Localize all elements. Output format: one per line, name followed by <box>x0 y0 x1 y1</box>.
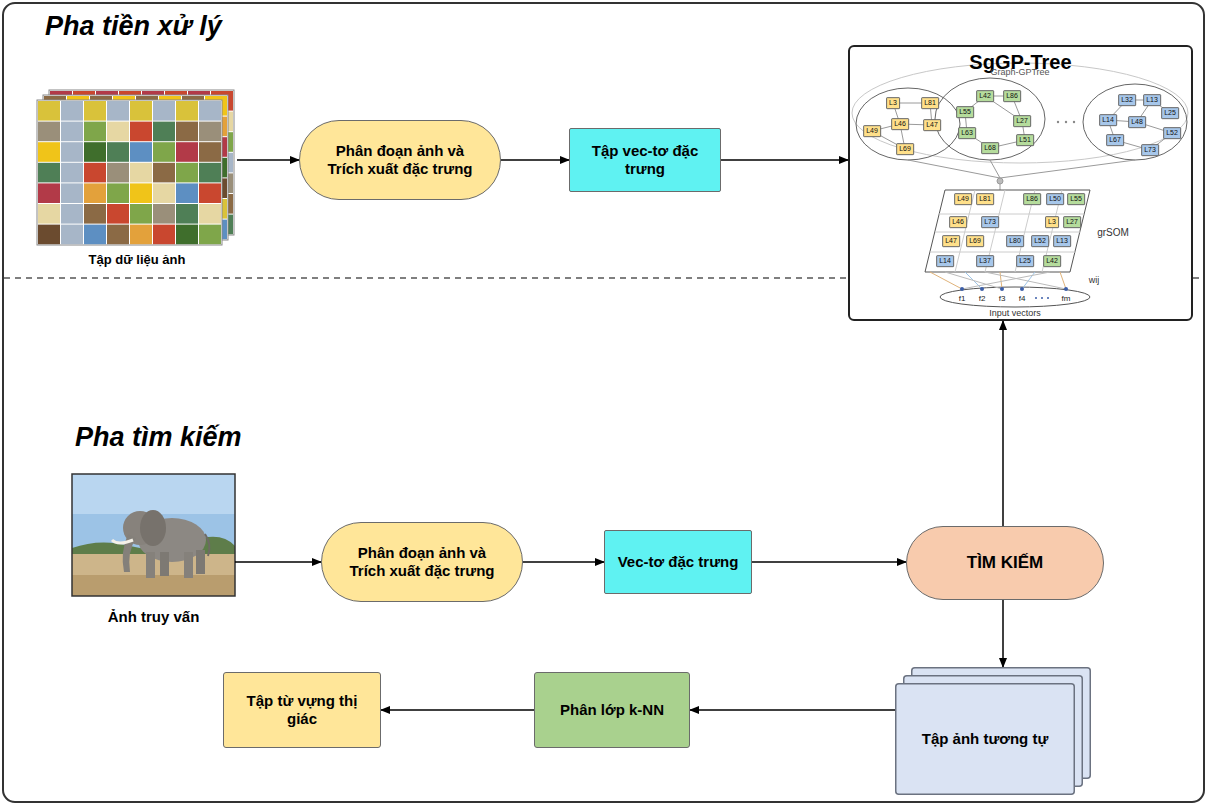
cluster-node-label: L68 <box>981 142 999 154</box>
flow-arrow <box>1002 321 1004 526</box>
search-box: TÌM KIẾM <box>906 526 1104 600</box>
node-text: Tập vec-tơ đặc trưng <box>580 142 710 178</box>
flow-arrow <box>721 159 848 161</box>
classifier-box: Phân lớp k-NN <box>534 672 690 748</box>
cluster-node-label: L48 <box>1128 116 1146 128</box>
cluster-node-label: L51 <box>1016 134 1034 146</box>
flow-arrow <box>523 561 604 563</box>
query-image: Ảnh truy vấn <box>72 474 235 626</box>
cluster-node-label: L46 <box>891 118 909 130</box>
input-label: f3 <box>999 295 1006 304</box>
cluster-node-label: L25 <box>1161 107 1179 119</box>
cluster-node-label: L86 <box>1023 193 1041 205</box>
process-box: Phân đoạn ảnh và Trích xuất đặc trưng <box>299 120 501 200</box>
cluster-node-label: L46 <box>949 216 967 228</box>
cluster-node-label: L49 <box>863 125 881 137</box>
flow-arrow <box>237 159 299 161</box>
cluster-node-label: L69 <box>896 143 914 155</box>
flow-arrow <box>501 159 569 161</box>
cluster-node-label: L69 <box>966 235 984 247</box>
cluster-node-label: L50 <box>1046 193 1064 205</box>
cluster-node-label: L42 <box>1043 255 1061 267</box>
cluster-node-label: L27 <box>1063 216 1081 228</box>
cluster-node-label: L55 <box>956 106 974 118</box>
data-box: Vec-tơ đặc trưng <box>604 530 752 594</box>
cluster-node-label: L14 <box>936 255 954 267</box>
cluster-node-label: L3 <box>1045 216 1059 228</box>
cluster-node-label: L73 <box>981 216 999 228</box>
node-text: Tập dữ liệu ảnh <box>37 252 237 268</box>
cluster-node-label: L47 <box>923 119 941 131</box>
cluster-node-label: L67 <box>1106 134 1124 146</box>
cluster-node-label: L81 <box>921 97 939 109</box>
result-stack: Tập ảnh tương tự <box>895 667 1091 795</box>
input-label: fm <box>1062 295 1071 304</box>
cluster-node-label: L37 <box>976 255 994 267</box>
process-box: Phân đoạn ảnh và Trích xuất đặc trưng <box>321 522 523 602</box>
cluster-node-label: L63 <box>958 127 976 139</box>
diagram-caption: Graph-GPTree <box>990 68 1049 78</box>
node-text: Tập ảnh tương tự <box>922 730 1049 748</box>
cluster-node-label: L32 <box>1118 94 1136 106</box>
cluster-node-label: L52 <box>1031 235 1049 247</box>
diagram-caption: Input vectors <box>989 309 1041 319</box>
node-text: Phân đoạn ảnh và Trích xuất đặc trưng <box>316 142 484 178</box>
flow-arrow <box>690 709 895 711</box>
node-text: Vec-tơ đặc trưng <box>618 553 739 571</box>
cluster-node-label: L81 <box>976 193 994 205</box>
flow-arrow <box>381 709 534 711</box>
index-structure-box: SgGP-Tree <box>848 45 1193 321</box>
flow-arrow <box>752 561 906 563</box>
cluster-node-label: L13 <box>1053 235 1071 247</box>
weight-label: wij <box>1089 276 1100 286</box>
cluster-node-label: L80 <box>1006 235 1024 247</box>
node-text: Tập từ vựng thị giác <box>234 692 370 728</box>
flow-arrow <box>235 561 321 563</box>
cluster-node-label: L42 <box>976 90 994 102</box>
node-text: Phân lớp k-NN <box>560 701 664 719</box>
cluster-node-label: L27 <box>1013 115 1031 127</box>
input-label: f4 <box>1019 295 1026 304</box>
cluster-node-label: L55 <box>1067 193 1085 205</box>
input-label: f2 <box>979 295 986 304</box>
data-box: Tập vec-tơ đặc trưng <box>569 128 721 192</box>
cluster-node-label: L86 <box>1003 90 1021 102</box>
output-box: Tập từ vựng thị giác <box>223 672 381 748</box>
cluster-node-label: L3 <box>886 97 900 109</box>
cluster-node-label: L73 <box>1141 144 1159 156</box>
phase-title: Pha tiền xử lý <box>45 12 222 42</box>
diagram-caption: grSOM <box>1097 227 1129 238</box>
flow-arrow <box>1002 600 1004 667</box>
cluster-node-label: L52 <box>1163 127 1181 139</box>
phase-title: Pha tìm kiếm <box>75 423 242 453</box>
node-text: Ảnh truy vấn <box>72 608 235 626</box>
input-label: f1 <box>959 295 966 304</box>
node-text: TÌM KIẾM <box>967 553 1044 573</box>
node-text: Phân đoạn ảnh và Trích xuất đặc trưng <box>338 544 506 580</box>
cluster-node-label: L25 <box>1016 255 1034 267</box>
dataset-image: Tập dữ liệu ảnh <box>37 88 237 268</box>
cluster-node-label: L13 <box>1143 94 1161 106</box>
cluster-node-label: L47 <box>942 235 960 247</box>
cluster-node-label: L14 <box>1099 114 1117 126</box>
cluster-node-label: L49 <box>954 193 972 205</box>
